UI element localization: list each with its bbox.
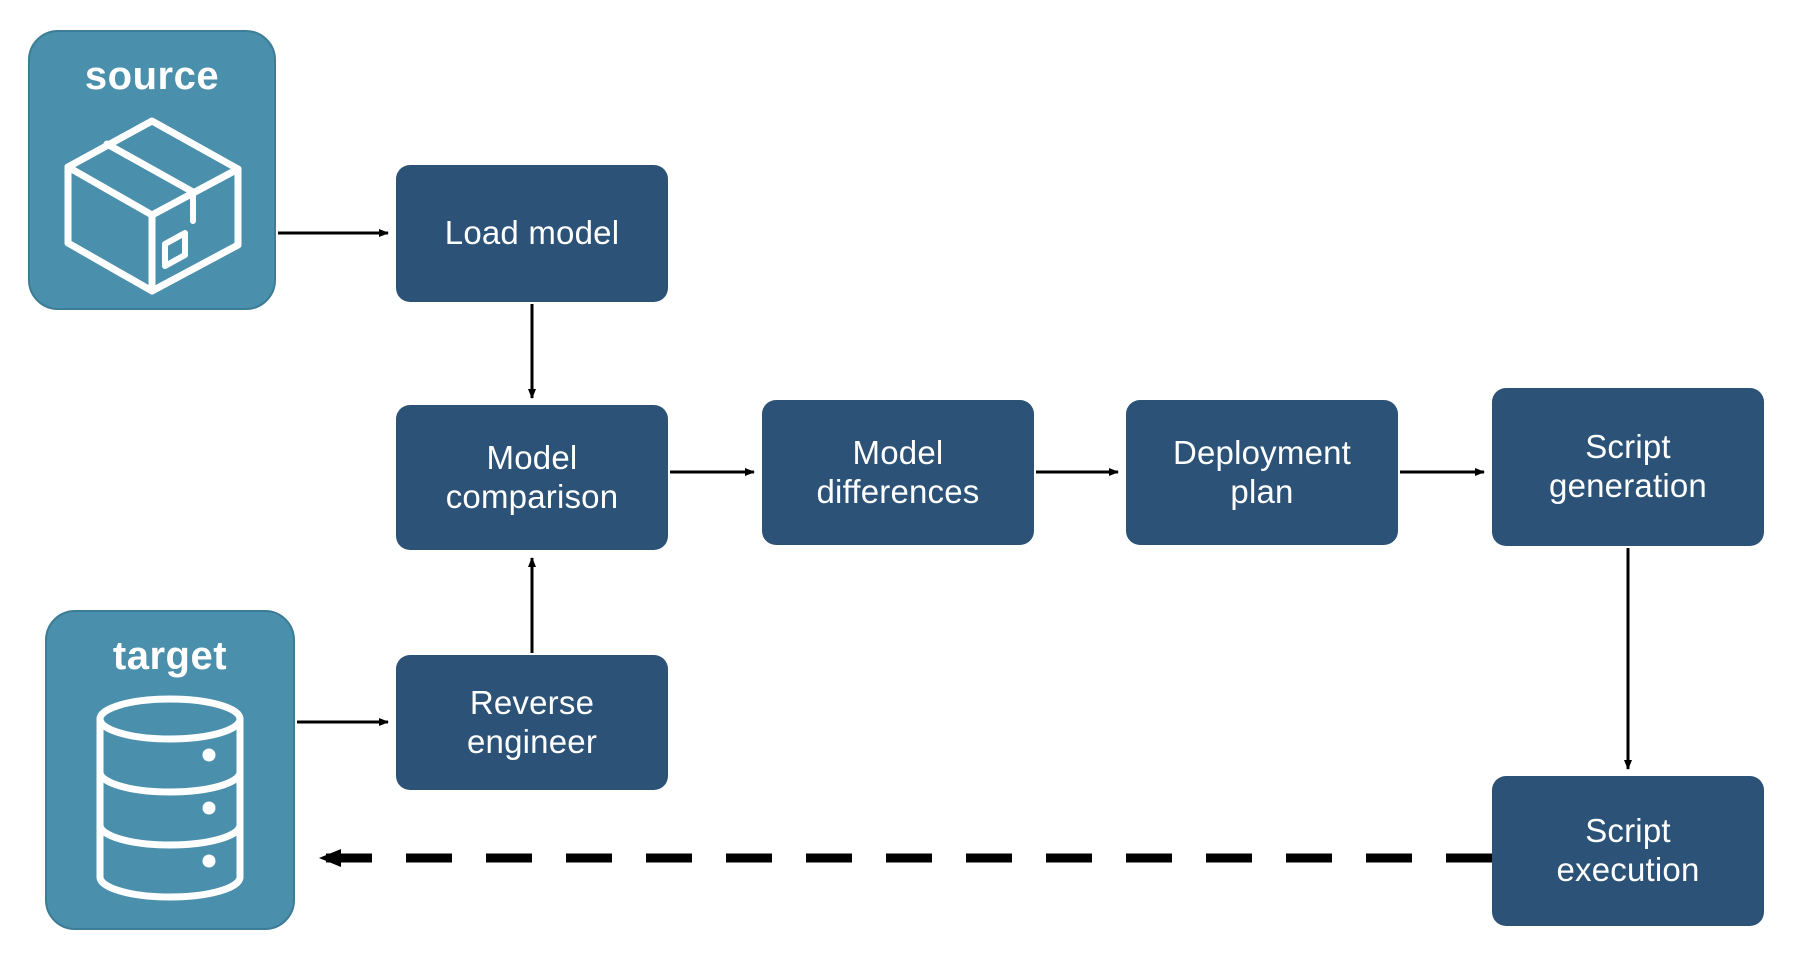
process-script-generation[interactable]: Script generation — [1492, 388, 1764, 546]
endpoint-target[interactable]: target — [45, 610, 295, 930]
endpoint-source[interactable]: source — [28, 30, 276, 310]
process-reverse-engineer-label: Reverse engineer — [466, 683, 598, 760]
endpoint-target-label: target — [112, 634, 228, 678]
process-load-model-label: Load model — [444, 214, 620, 252]
process-deployment-plan[interactable]: Deployment plan — [1126, 400, 1398, 545]
process-script-execution-label: Script execution — [1556, 812, 1700, 888]
process-model-comparison-label: Model comparison — [445, 438, 619, 515]
process-script-generation-label: Script generation — [1549, 428, 1707, 504]
process-model-comparison[interactable]: Model comparison — [396, 405, 668, 550]
endpoint-source-label: source — [84, 54, 220, 98]
process-load-model[interactable]: Load model — [396, 165, 668, 302]
process-script-execution[interactable]: Script execution — [1492, 776, 1764, 926]
process-model-differences[interactable]: Model differences — [762, 400, 1034, 545]
database-cylinder-icon — [85, 693, 255, 908]
package-box-icon — [57, 113, 247, 303]
process-deployment-plan-label: Deployment plan — [1172, 433, 1352, 510]
process-reverse-engineer[interactable]: Reverse engineer — [396, 655, 668, 790]
process-model-differences-label: Model differences — [816, 433, 980, 510]
